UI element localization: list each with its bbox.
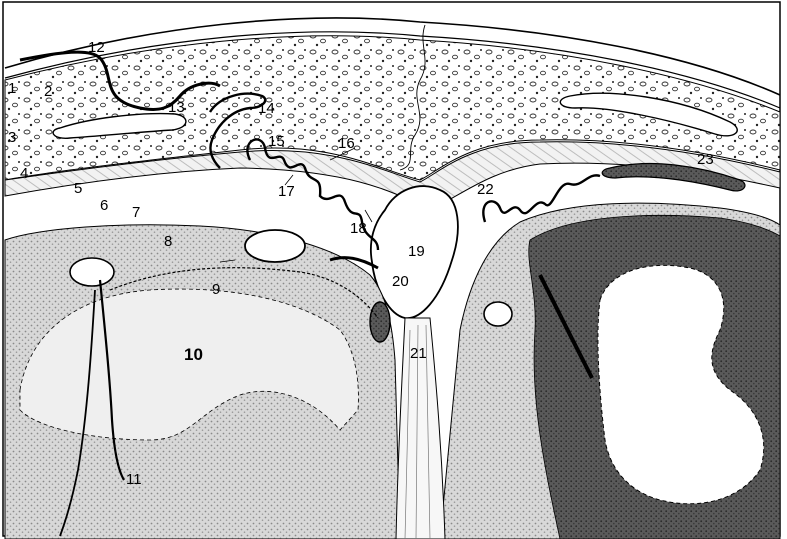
label-14: 14 xyxy=(258,100,275,117)
label-10: 10 xyxy=(184,345,203,364)
label-17: 17 xyxy=(278,183,295,200)
label-3: 3 xyxy=(8,129,16,146)
label-23: 23 xyxy=(697,151,714,168)
label-6: 6 xyxy=(100,197,108,214)
cortical-vein-right-medial xyxy=(484,302,512,326)
label-13: 13 xyxy=(168,99,185,116)
cortical-vein-left-medial xyxy=(370,302,390,342)
cortical-vein-left-middle xyxy=(245,230,305,262)
label-22: 22 xyxy=(477,181,494,198)
label-8: 8 xyxy=(164,233,172,250)
label-16: 16 xyxy=(338,135,355,152)
label-21: 21 xyxy=(410,345,427,362)
label-19: 19 xyxy=(408,243,425,260)
label-7: 7 xyxy=(132,204,140,221)
label-1: 1 xyxy=(8,80,16,97)
label-2: 2 xyxy=(44,83,52,100)
label-9: 9 xyxy=(212,281,220,298)
label-4: 4 xyxy=(20,165,28,182)
label-12: 12 xyxy=(88,39,105,56)
cortical-vein-left-lateral xyxy=(70,258,114,286)
label-15: 15 xyxy=(268,133,285,150)
label-20: 20 xyxy=(392,273,409,290)
label-11: 11 xyxy=(126,471,142,488)
label-18: 18 xyxy=(350,220,367,237)
label-5: 5 xyxy=(74,180,82,197)
